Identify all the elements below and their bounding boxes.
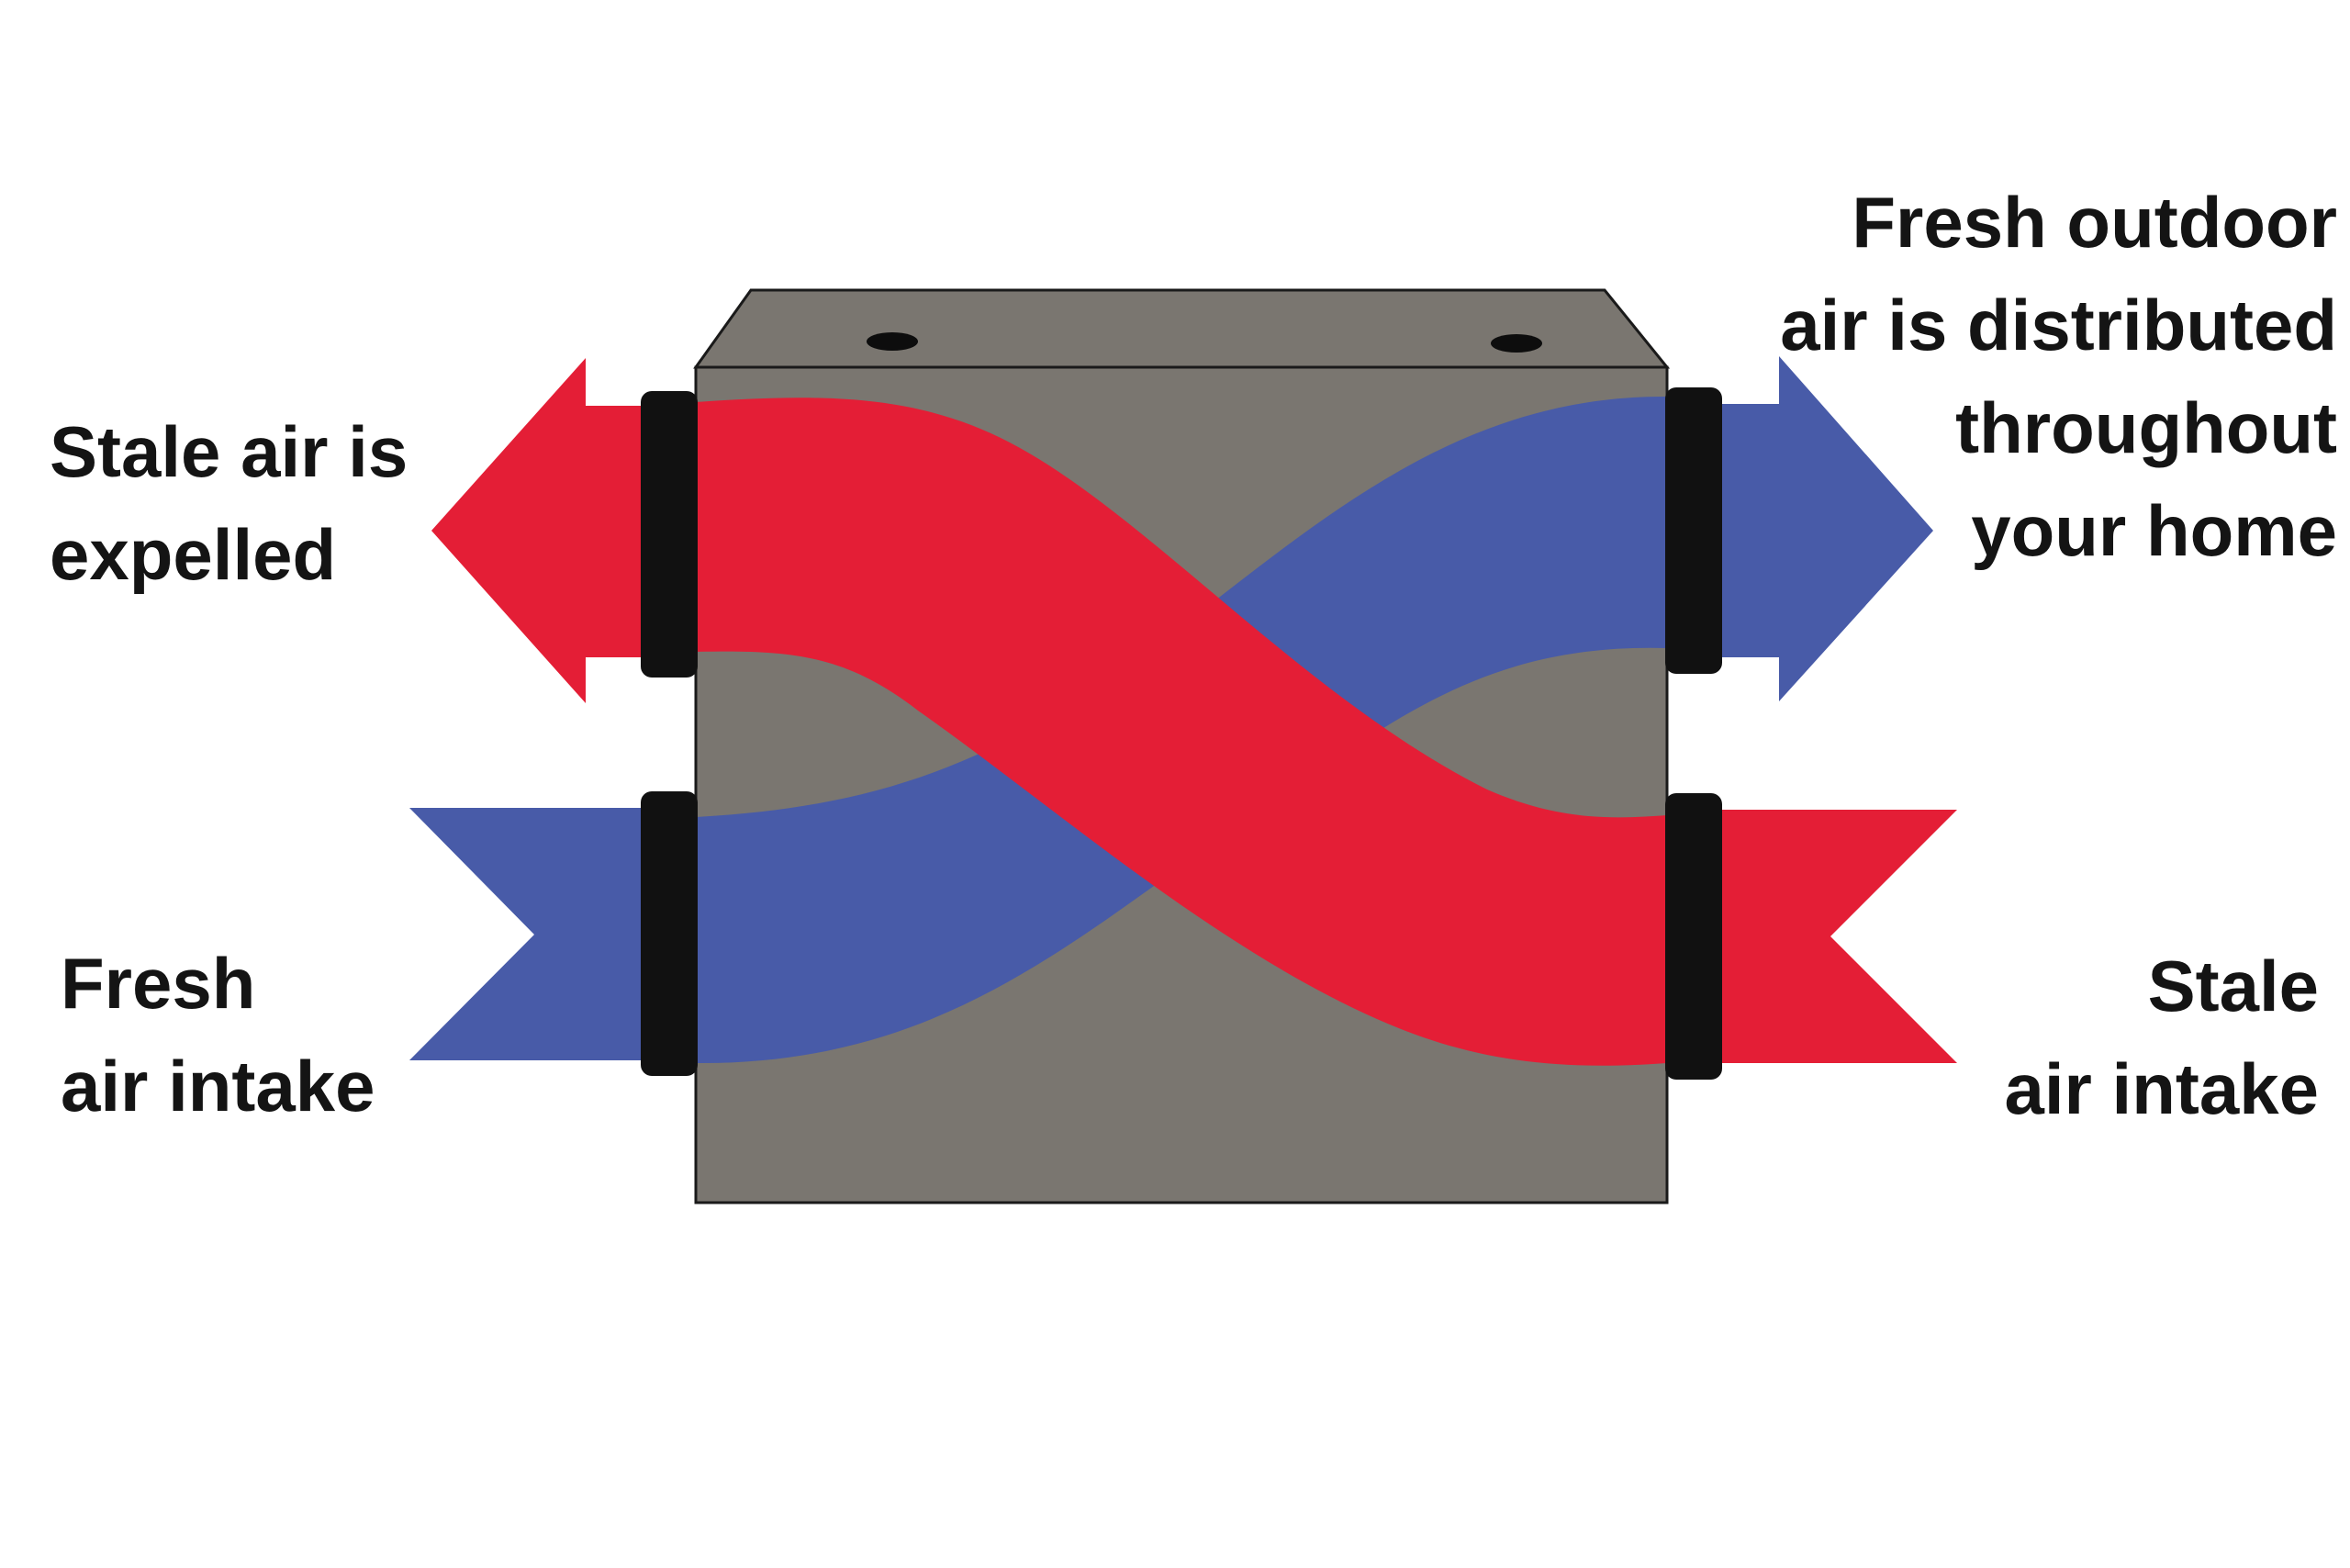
label-line: Fresh outdoor <box>1852 182 2337 263</box>
fresh-air-distributed-label: Fresh outdoor air is distributed through… <box>1780 171 2337 582</box>
label-line: Fresh <box>61 943 256 1024</box>
port-collar-lower-right <box>1665 793 1722 1080</box>
label-line: air intake <box>61 1046 375 1126</box>
fresh-supply-arrow <box>1707 356 1933 701</box>
label-line: expelled <box>50 514 337 595</box>
fresh-air-intake-label: Fresh air intake <box>61 932 375 1137</box>
label-line: your home <box>1971 490 2337 571</box>
port-collar-upper-left <box>641 391 698 678</box>
label-line: air is distributed <box>1780 285 2337 365</box>
label-line: throughout <box>1955 387 2337 468</box>
fresh-intake-arrow <box>409 808 643 1060</box>
port-collar-upper-right <box>1665 387 1722 674</box>
stale-intake-arrow <box>1707 810 1957 1063</box>
label-line: Stale <box>2147 946 2319 1026</box>
unit-top-face <box>693 288 1671 369</box>
port-collar-lower-left <box>641 791 698 1076</box>
stale-exhaust-arrow <box>431 358 643 703</box>
label-line: Stale air is <box>50 411 408 492</box>
vent-hole-left <box>867 332 918 351</box>
stale-air-intake-label: Stale air intake <box>2004 935 2319 1140</box>
stale-air-flow-band <box>696 398 1667 1066</box>
label-line: air intake <box>2004 1048 2319 1129</box>
vent-hole-right <box>1491 334 1542 353</box>
stale-air-expelled-label: Stale air is expelled <box>50 400 408 606</box>
